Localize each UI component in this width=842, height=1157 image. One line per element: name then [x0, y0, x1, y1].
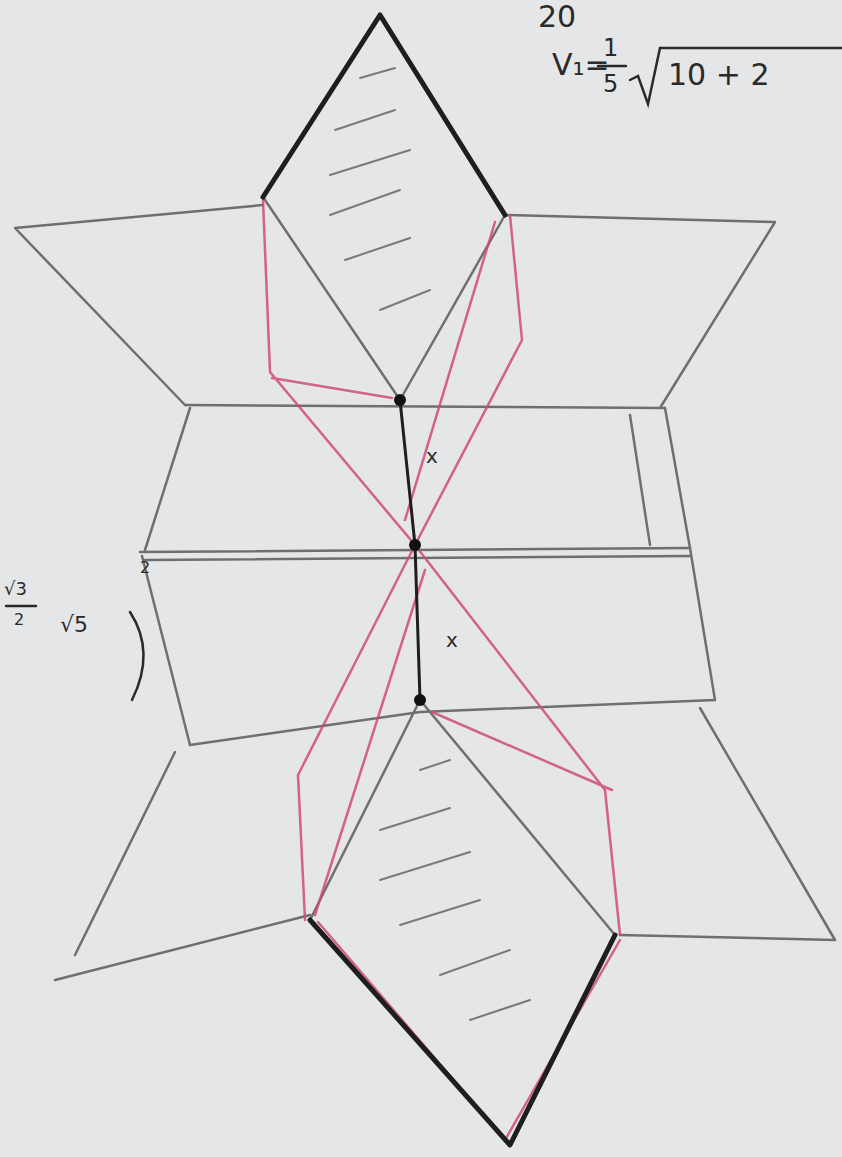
length-label: x	[446, 630, 458, 650]
bottom-right-wing	[620, 708, 835, 940]
top-left-wing	[15, 205, 263, 405]
formula-text: 5	[603, 72, 618, 96]
pink-line	[272, 378, 392, 398]
pink-line	[432, 712, 612, 790]
formula-text: √5	[60, 614, 88, 636]
formula-text: 2	[14, 612, 24, 628]
rhombus-bottom-edges	[310, 920, 615, 1145]
grey-net	[15, 197, 835, 980]
rhombus-edge	[310, 700, 615, 935]
vertex-dots	[394, 394, 426, 706]
formula-text: 2	[140, 560, 150, 576]
parenthesis	[130, 612, 144, 700]
band-side	[665, 408, 690, 548]
formula-text: 1	[603, 36, 618, 60]
fraction-bar	[6, 605, 36, 608]
formula-text: V₁=	[552, 50, 610, 80]
pink-lines	[263, 200, 620, 1140]
formula-strokes	[6, 48, 842, 700]
black-edges	[263, 15, 615, 1145]
pink-line	[405, 222, 495, 520]
pink-line	[318, 922, 620, 1140]
band-side	[630, 415, 650, 545]
formula-text: √3	[4, 580, 27, 598]
bottom-left-wing	[55, 915, 310, 980]
top-right-wing	[505, 215, 775, 408]
band-line	[185, 405, 665, 408]
length-label: x	[426, 446, 438, 466]
formula-text: 10 + 2	[668, 60, 769, 90]
pink-line	[298, 215, 522, 920]
rhombus-edge	[263, 197, 505, 400]
formula-text: 20	[538, 2, 576, 32]
pink-line	[315, 570, 425, 915]
band-line	[145, 556, 690, 560]
center-line	[400, 400, 420, 700]
rhombus-top-edges	[263, 15, 505, 215]
band-side	[142, 556, 190, 745]
bottom-left-wing	[75, 752, 175, 955]
band-side	[145, 408, 190, 550]
radical-sign	[630, 48, 842, 104]
pink-line	[263, 200, 620, 935]
band-side	[690, 548, 715, 700]
